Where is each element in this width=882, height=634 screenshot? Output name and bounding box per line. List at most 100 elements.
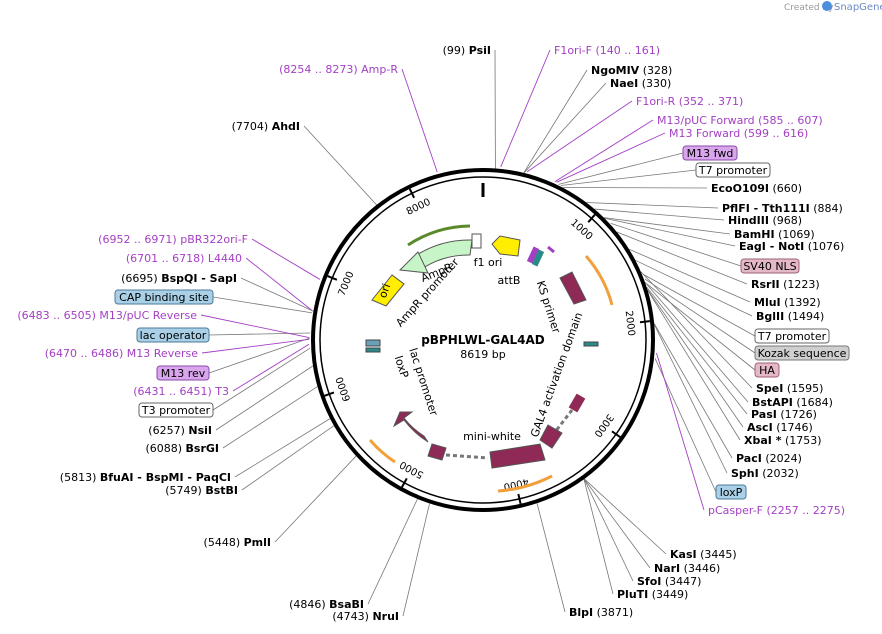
restriction-site: (6695) BspQI - SapI — [121, 272, 237, 285]
site-position: (1726) — [780, 408, 817, 421]
box-leader — [558, 152, 684, 185]
site-name: BstAPI — [752, 396, 793, 409]
feature-box — [682, 145, 738, 161]
site-leader — [603, 217, 731, 235]
site-position: (4743) — [332, 610, 369, 623]
restriction-site: BlpI (3871) — [569, 606, 633, 619]
feature-box-label: CAP binding site — [119, 291, 209, 304]
primer-range: (6470 .. 6486) — [45, 347, 124, 360]
site-leader — [583, 478, 651, 569]
primer-range: (6483 .. 6505) — [17, 309, 96, 322]
backbone-outer — [311, 168, 655, 512]
site-position: (3446) — [684, 562, 721, 575]
site-name: NsiI — [188, 424, 212, 437]
f1-ori-arrow — [491, 235, 521, 257]
restriction-site: (6088) BsrGI — [145, 442, 219, 455]
site-leader — [647, 289, 744, 428]
primer-leader — [201, 338, 310, 354]
scale-tick-label: 7000 — [337, 270, 357, 298]
site-name: HindIII — [728, 214, 769, 227]
site-name: BlpI — [569, 606, 593, 619]
feature-box — [754, 362, 780, 378]
primer-name: L4440 — [208, 252, 242, 265]
backbone-inner — [319, 176, 647, 504]
attb-mark — [526, 246, 540, 264]
feature-label-ori: ori — [376, 282, 393, 300]
site-name: PasI — [751, 408, 777, 421]
box-leader — [212, 347, 311, 411]
site-leader — [583, 478, 634, 582]
site-leader — [604, 217, 736, 247]
ampr-primer-arc — [407, 224, 471, 247]
site-position: (5448) — [204, 536, 241, 549]
feature-box-label: M13 fwd — [687, 147, 734, 160]
ks-primer-arrow — [559, 271, 587, 305]
feature-box — [156, 365, 210, 381]
primer-range: (6701 .. 6718) — [126, 252, 205, 265]
primer-label: pCasper-F (2257 .. 2275) — [708, 504, 845, 517]
site-name: BsaBI — [329, 598, 364, 611]
restriction-site: EagI - NotI (1076) — [739, 240, 844, 253]
primer-range: (140 .. 161) — [595, 44, 660, 57]
site-position: (3871) — [597, 606, 634, 619]
site-name: AhdI — [272, 120, 300, 133]
plasmid-length: 8619 bp — [460, 348, 505, 361]
site-position: (5813) — [60, 471, 97, 484]
primer-label: (6952 .. 6971) pBR322ori-F — [98, 233, 248, 246]
site-name: PmlI — [244, 536, 271, 549]
site-name: PflFI - Tth111I — [722, 202, 810, 215]
scale-tick-label: 8000 — [405, 197, 433, 218]
feature-box-label: SV40 NLS — [743, 260, 796, 273]
feature-label-mini-white: mini-white — [463, 430, 521, 443]
attb-mark-2 — [531, 249, 545, 267]
primer-name: M13 Reverse — [127, 347, 198, 360]
site-position: (2032) — [762, 467, 799, 480]
site-position: (1746) — [776, 421, 813, 434]
restriction-site: (7704) AhdI — [232, 120, 300, 133]
feature-label-ks-primer: KS primer — [534, 279, 563, 335]
primer-range: (585 .. 607) — [758, 114, 823, 127]
box-leader — [208, 337, 311, 374]
feature-label-loxp: loxP — [392, 354, 411, 380]
primer-label: M13 Forward (599 .. 616) — [669, 127, 808, 140]
primer-name: T3 — [214, 385, 229, 398]
site-leader — [367, 498, 418, 605]
box-leader — [642, 273, 756, 337]
restriction-site: (5448) PmlI — [204, 536, 271, 549]
site-name: KasI — [670, 548, 697, 561]
box-leader — [212, 296, 313, 314]
site-position: (1069) — [778, 228, 815, 241]
restriction-site: PacI (2024) — [736, 452, 802, 465]
restriction-site: (5749) BstBI — [165, 484, 238, 497]
primer-leader — [500, 49, 551, 168]
site-position: (328) — [643, 64, 673, 77]
site-leader — [653, 323, 733, 459]
watermark-created-by: Created by — [784, 3, 834, 13]
feature-label-attb: attB — [498, 274, 521, 287]
restriction-site: BstAPI (1684) — [752, 396, 833, 409]
plasmid-name: pBPHLWL-GAL4AD — [421, 333, 545, 347]
feature-box-label: T3 promoter — [141, 404, 211, 417]
feature-box — [754, 345, 850, 361]
orange-arc-3 — [497, 474, 553, 493]
restriction-site: SphI (2032) — [731, 467, 799, 480]
site-position: (968) — [772, 214, 802, 227]
scale-tick-2000 — [639, 320, 651, 324]
site-leader — [594, 208, 725, 221]
primer-name: pBR322ori-F — [180, 233, 248, 246]
site-name: NaeI — [610, 77, 638, 90]
primer-range: (6952 .. 6971) — [98, 233, 177, 246]
primer-leader — [526, 100, 633, 173]
primer-leader — [556, 132, 666, 183]
site-position: (6088) — [145, 442, 182, 455]
snapgene-logo-icon — [822, 1, 832, 11]
primer-label: F1ori-F (140 .. 161) — [554, 44, 660, 57]
site-position: (1494) — [788, 310, 825, 323]
scale-tick-4000 — [517, 493, 522, 504]
restriction-site: (4743) NruI — [332, 610, 399, 623]
box-leader — [644, 278, 756, 354]
site-position: (6695) — [121, 272, 158, 285]
primer-label: (8254 .. 8273) Amp-R — [279, 63, 398, 76]
